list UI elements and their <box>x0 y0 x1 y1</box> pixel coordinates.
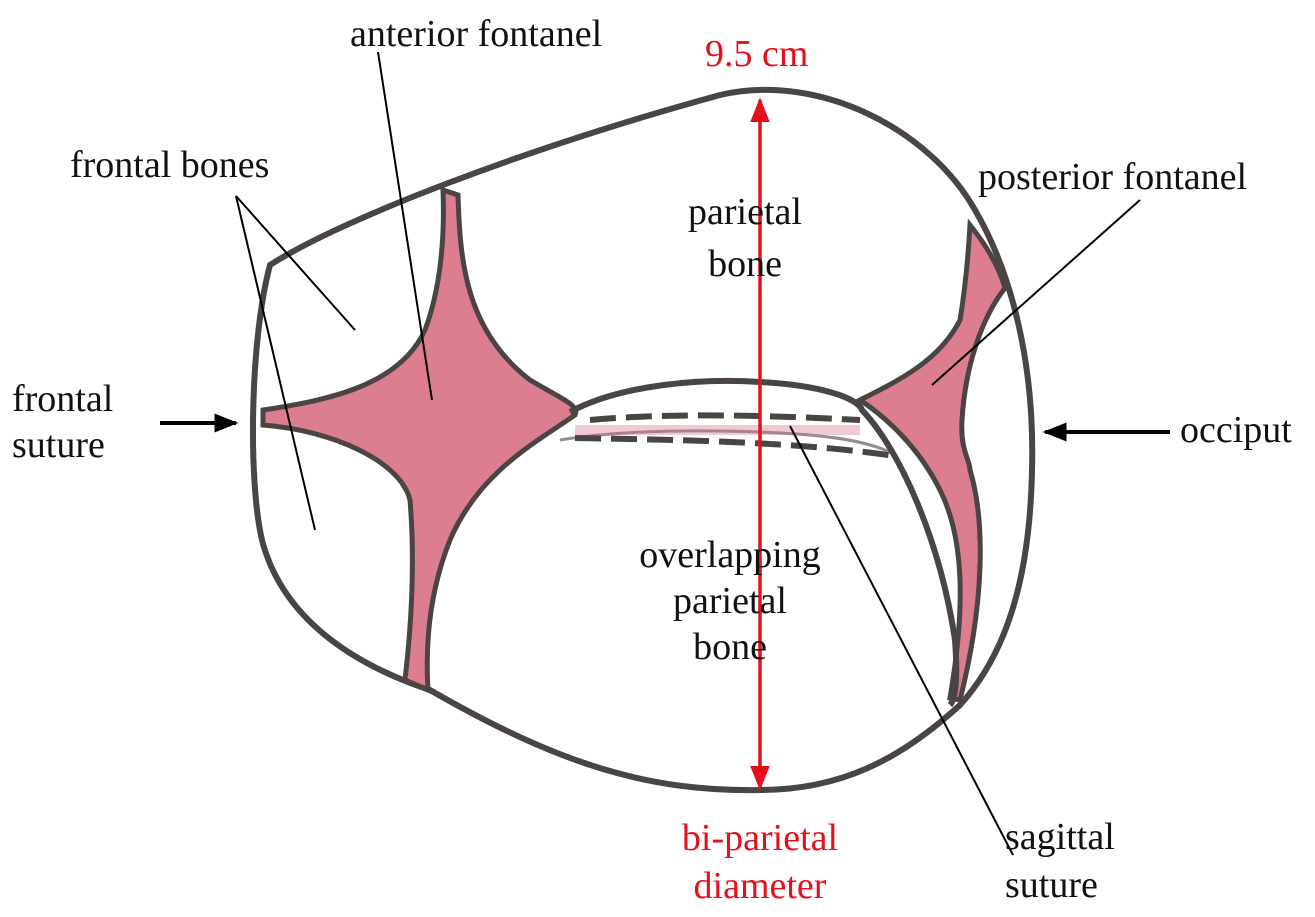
biparietal-label: bi-parietal diameter <box>660 816 860 908</box>
measurement-label: 9.5 cm <box>705 32 808 76</box>
posterior-fontanel-label: posterior fontanel <box>978 155 1247 199</box>
sagittal-suture-fill <box>575 425 860 435</box>
sagittal-suture-label: sagittal suture <box>1005 815 1115 907</box>
anterior-fontanel-pointer <box>378 52 432 400</box>
frontal-bones-label: frontal bones <box>70 143 269 187</box>
parietal-bone-line1: parietal <box>670 190 820 234</box>
overlapping-line1: overlapping <box>620 533 840 577</box>
frontal-suture-line1: frontal <box>12 377 113 421</box>
overlapping-parietal-label: overlapping parietal bone <box>620 533 840 669</box>
overlapping-line2: parietal <box>620 579 840 623</box>
sagittal-line1: sagittal <box>1005 815 1115 859</box>
biparietal-line2: diameter <box>660 864 860 908</box>
anterior-fontanel-label: anterior fontanel <box>350 12 602 56</box>
parietal-bone-line2: bone <box>670 242 820 286</box>
frontal-suture-line2: suture <box>12 423 113 467</box>
frontal-suture-label: frontal suture <box>12 377 113 467</box>
frontal-bones-pointer-upper <box>236 196 355 330</box>
overlapping-line3: bone <box>620 625 840 669</box>
biparietal-line1: bi-parietal <box>660 816 860 860</box>
sagittal-line2: suture <box>1005 863 1115 907</box>
sagittal-suture-upper <box>590 415 860 420</box>
anterior-fontanel <box>263 190 576 690</box>
occiput-label: occiput <box>1180 408 1292 452</box>
posterior-fontanel <box>860 225 1005 700</box>
parietal-bone-label: parietal bone <box>670 190 820 286</box>
